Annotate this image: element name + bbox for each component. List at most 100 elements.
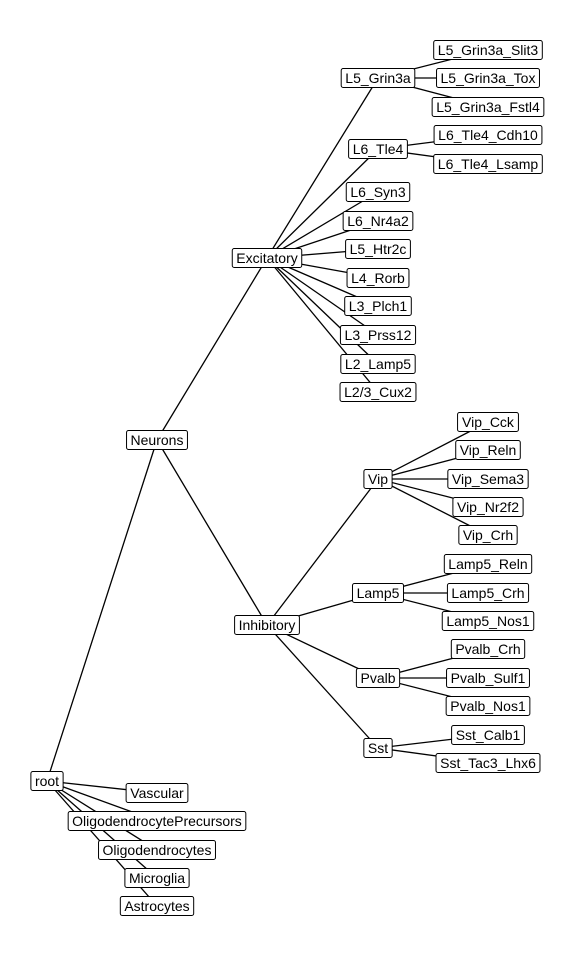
node-label-box	[124, 868, 190, 888]
tree-node-l3prss12: L3_Prss12	[339, 325, 417, 345]
node-label-box	[351, 583, 405, 603]
tree-node-neurons: Neurons	[126, 430, 188, 450]
node-label: L5_Grin3a_Fstl4	[436, 99, 540, 115]
node-label: L6_Tle4	[353, 141, 404, 157]
tree-node-oligo: Oligodendrocytes	[98, 840, 216, 860]
tree-node-astro: Astrocytes	[119, 896, 195, 916]
tree-node-vipreln: Vip_Reln	[455, 440, 521, 460]
node-label-box	[431, 97, 545, 117]
node-label: Pvalb	[360, 670, 395, 686]
node-label-box	[340, 354, 416, 374]
tree-node-l23cux2: L2/3_Cux2	[339, 382, 417, 402]
tree-node-microglia: Microglia	[124, 868, 190, 888]
tree-node-l5grin3atox: L5_Grin3a_Tox	[436, 68, 540, 88]
node-label: L6_Nr4a2	[347, 213, 409, 229]
tree-node-l3plch1: L3_Plch1	[344, 296, 412, 316]
tree-node-l6tle4cdh10: L6_Tle4_Cdh10	[433, 125, 543, 145]
node-label: L2/3_Cux2	[344, 384, 412, 400]
node-label-box	[451, 725, 525, 745]
node-label-box	[455, 440, 521, 460]
node-label: L6_Tle4_Lsamp	[438, 156, 539, 172]
tree-node-pvalbsulf1: Pvalb_Sulf1	[446, 668, 530, 688]
node-label-box	[363, 469, 393, 489]
node-label: Lamp5_Nos1	[446, 613, 529, 629]
tree-node-lamp5reln: Lamp5_Reln	[443, 554, 533, 574]
node-label: Pvalb_Crh	[455, 641, 520, 657]
edge-neurons-to-inhibitory	[156, 439, 268, 626]
node-label-box	[119, 896, 195, 916]
node-label: L6_Tle4_Cdh10	[438, 127, 538, 143]
node-label-box	[345, 239, 411, 259]
tree-node-l6tle4lsamp: L6_Tle4_Lsamp	[433, 154, 543, 174]
node-label: L5_Grin3a_Slit3	[438, 42, 539, 58]
tree-node-vipnr2f2: Vip_Nr2f2	[452, 497, 524, 517]
node-label-box	[452, 497, 524, 517]
edge-excitatory-to-l6syn3	[266, 191, 379, 259]
node-label: Lamp5_Crh	[451, 585, 524, 601]
node-label-box	[345, 182, 411, 202]
tree-node-l5grin3aslit3: L5_Grin3a_Slit3	[433, 40, 543, 60]
node-label: Lamp5	[357, 585, 400, 601]
node-label: Lamp5_Reln	[448, 556, 527, 572]
edge-excitatory-to-l2lamp5	[266, 257, 379, 365]
node-label-box	[443, 554, 533, 574]
node-label-box	[450, 639, 526, 659]
node-label-box	[433, 40, 543, 60]
node-label-box	[30, 771, 64, 791]
tree-node-lamp5nos1: Lamp5_Nos1	[441, 611, 535, 631]
node-label: Sst	[368, 740, 388, 756]
tree-node-l4rorb: L4_Rorb	[346, 268, 410, 288]
node-label-box	[447, 469, 529, 489]
node-label-box	[67, 811, 247, 831]
node-label: L6_Syn3	[350, 184, 405, 200]
node-label-box	[340, 68, 416, 88]
tree-nodes: rootNeuronsVascularOligodendrocytePrecur…	[30, 40, 545, 916]
node-label-box	[445, 696, 531, 716]
node-label: Vip_Cck	[462, 414, 515, 430]
tree-node-root: root	[30, 771, 64, 791]
node-label-box	[435, 753, 541, 773]
node-label-box	[234, 615, 300, 635]
node-label: Vip_Crh	[463, 527, 513, 543]
tree-node-vipsema3: Vip_Sema3	[447, 469, 529, 489]
tree-node-l6tle4: L6_Tle4	[348, 139, 408, 159]
tree-node-sstcalb1: Sst_Calb1	[451, 725, 525, 745]
node-label: Vip_Reln	[460, 442, 517, 458]
tree-node-vip: Vip	[363, 469, 393, 489]
node-label-box	[363, 738, 393, 758]
node-label-box	[339, 325, 417, 345]
node-label-box	[346, 268, 410, 288]
node-label: root	[35, 773, 59, 789]
node-label: Vip_Nr2f2	[457, 499, 519, 515]
node-label: Oligodendrocytes	[103, 842, 212, 858]
node-label: Vascular	[130, 785, 184, 801]
node-label: L4_Rorb	[351, 270, 405, 286]
node-label: L3_Plch1	[349, 298, 408, 314]
node-label: L5_Grin3a_Tox	[441, 70, 536, 86]
node-label: Excitatory	[236, 250, 297, 266]
node-label-box	[441, 611, 535, 631]
node-label-box	[436, 68, 540, 88]
tree-node-ssttac3lhx6: Sst_Tac3_Lhx6	[435, 753, 541, 773]
node-label: Astrocytes	[124, 898, 189, 914]
node-label-box	[344, 296, 412, 316]
tree-node-l5grin3a: L5_Grin3a	[340, 68, 416, 88]
tree-node-vipcck: Vip_Cck	[457, 412, 519, 432]
node-label: Sst_Calb1	[456, 727, 521, 743]
node-label: Vip_Sema3	[452, 471, 524, 487]
node-label-box	[458, 525, 518, 545]
tree-node-excitatory: Excitatory	[231, 248, 303, 268]
edge-excitatory-to-l5grin3a	[266, 77, 379, 259]
node-label: L5_Htr2c	[350, 241, 407, 257]
tree-node-sst: Sst	[363, 738, 393, 758]
node-label-box	[348, 139, 408, 159]
node-label: Vip	[368, 471, 388, 487]
node-label: Pvalb_Sulf1	[451, 670, 526, 686]
tree-node-pvalbnos1: Pvalb_Nos1	[445, 696, 531, 716]
edge-inhibitory-to-sst	[266, 624, 379, 749]
edge-excitatory-to-l3prss12	[266, 257, 379, 336]
node-label: Microglia	[129, 870, 185, 886]
node-label-box	[433, 154, 543, 174]
node-label: Inhibitory	[239, 617, 296, 633]
